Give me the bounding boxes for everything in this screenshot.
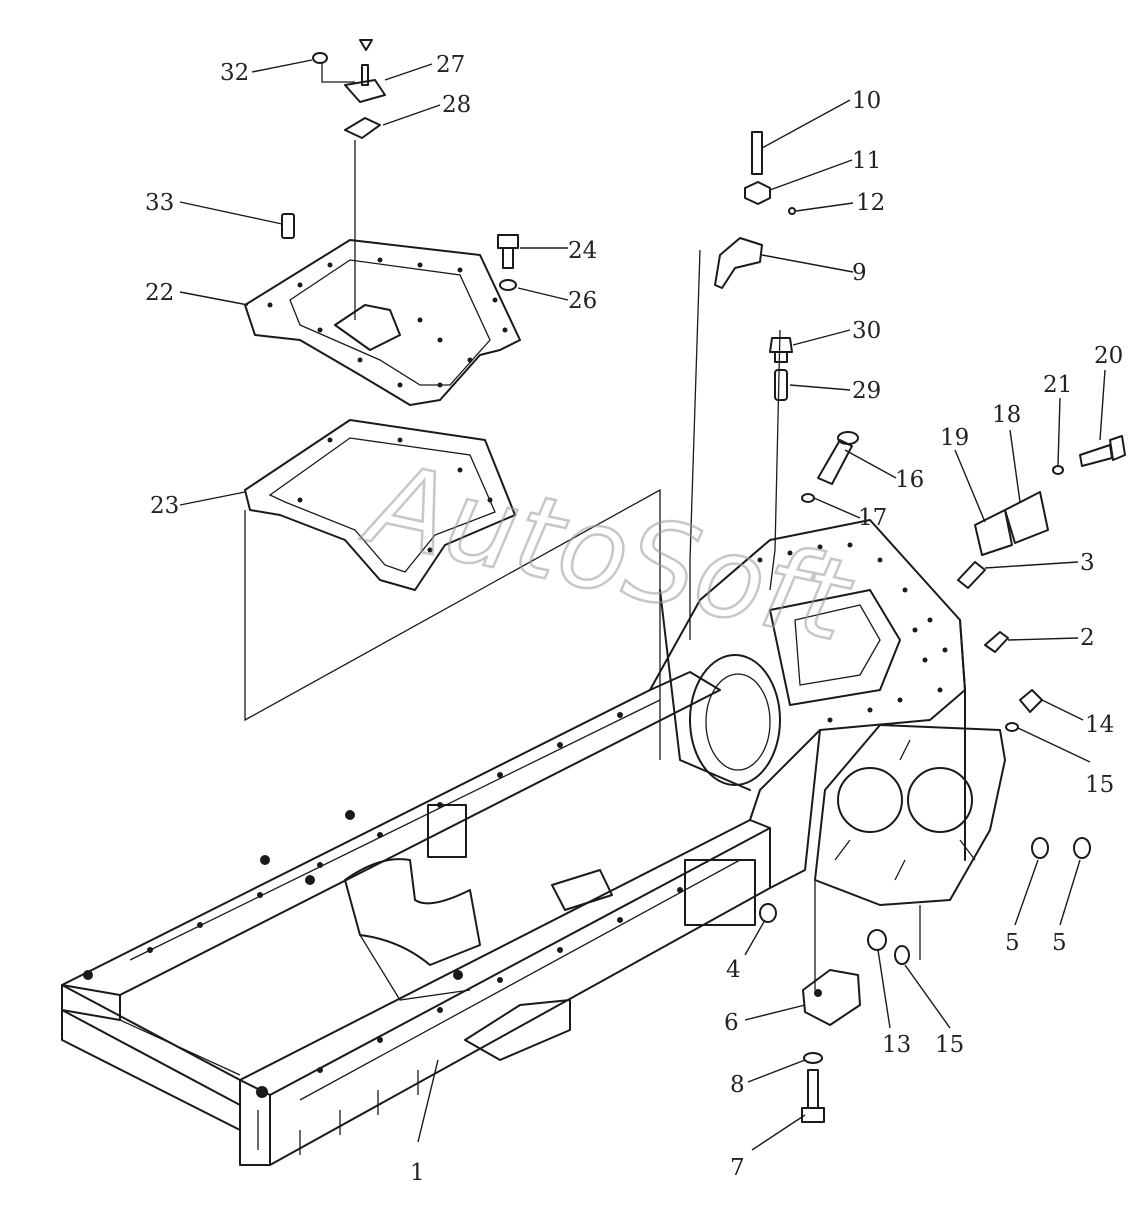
rear-cover bbox=[814, 724, 1006, 906]
callout-6: 6 bbox=[724, 1010, 739, 1036]
callout-18: 18 bbox=[992, 402, 1021, 428]
callout-27: 27 bbox=[436, 52, 465, 78]
callout-32: 32 bbox=[220, 60, 249, 86]
callout-9: 9 bbox=[852, 260, 867, 286]
callout-23: 23 bbox=[150, 493, 179, 519]
callout-8: 8 bbox=[730, 1072, 745, 1098]
callout-22: 22 bbox=[145, 280, 174, 306]
gasket bbox=[244, 419, 516, 591]
assembly-line bbox=[769, 329, 781, 591]
callout-5b: 5 bbox=[1052, 930, 1067, 956]
callout-21: 21 bbox=[1043, 372, 1072, 398]
main-frame-part bbox=[61, 671, 771, 1166]
callout-10: 10 bbox=[852, 88, 881, 114]
callout-24: 24 bbox=[568, 238, 597, 264]
callout-15b: 15 bbox=[935, 1032, 964, 1058]
callout-29: 29 bbox=[852, 378, 881, 404]
top-cover-plate bbox=[244, 239, 521, 406]
callout-33: 33 bbox=[145, 190, 174, 216]
callout-13: 13 bbox=[882, 1032, 911, 1058]
callout-26: 26 bbox=[568, 288, 597, 314]
callout-12: 12 bbox=[856, 190, 885, 216]
callout-11: 11 bbox=[852, 148, 881, 174]
callout-1: 1 bbox=[410, 1160, 425, 1186]
assembly-line bbox=[689, 249, 701, 640]
callout-28: 28 bbox=[442, 92, 471, 118]
callout-16: 16 bbox=[895, 467, 924, 493]
callout-5a: 5 bbox=[1005, 930, 1020, 956]
callout-14: 14 bbox=[1085, 712, 1114, 738]
small-parts bbox=[281, 39, 1126, 1123]
callout-19: 19 bbox=[940, 425, 969, 451]
leader-lines bbox=[179, 59, 1106, 1151]
transmission-housing bbox=[649, 519, 966, 889]
callout-7: 7 bbox=[730, 1155, 745, 1181]
alignment-outline bbox=[244, 488, 661, 760]
callout-30: 30 bbox=[852, 318, 881, 344]
callout-15a: 15 bbox=[1085, 772, 1114, 798]
callout-labels: 1 2 3 4 5 5 6 7 8 9 10 11 12 13 14 15 15… bbox=[145, 52, 1123, 1186]
watermark-text: AutoSoft bbox=[354, 438, 863, 668]
callout-20: 20 bbox=[1094, 343, 1123, 369]
callout-17: 17 bbox=[858, 505, 887, 531]
callout-3: 3 bbox=[1080, 550, 1095, 576]
callout-4: 4 bbox=[726, 957, 741, 983]
callout-2: 2 bbox=[1080, 625, 1095, 651]
